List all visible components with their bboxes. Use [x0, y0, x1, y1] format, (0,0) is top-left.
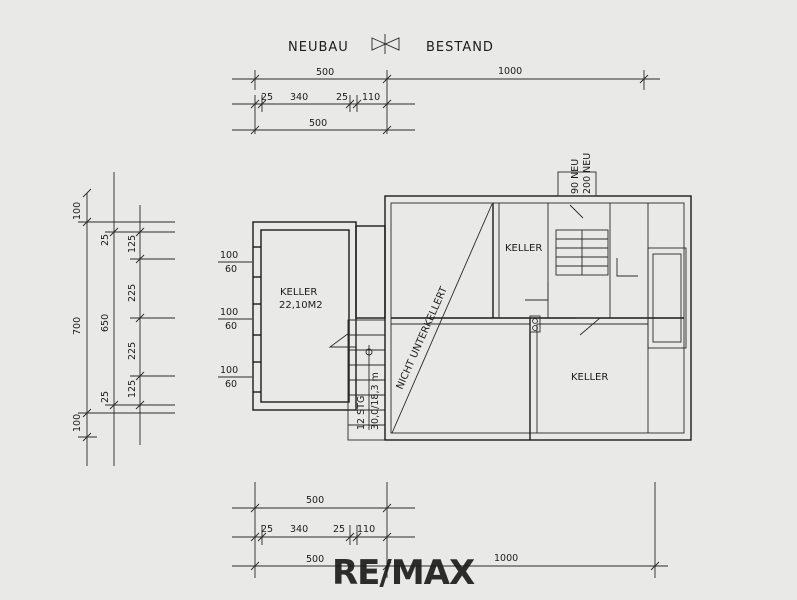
left-dim-225-a: 225	[127, 284, 138, 302]
bowtie-divider-icon	[371, 34, 400, 54]
keller-bottom-right-label: KELLER	[571, 372, 608, 383]
top-dim-25a: 25	[261, 92, 273, 103]
left-dim-25-bottom: 25	[100, 391, 111, 403]
stair-steps-label: 12 STG	[356, 396, 367, 430]
heading-neubau: NEUBAU	[288, 40, 349, 55]
existing-stair	[525, 204, 638, 336]
left-dim-125-bottom: 125	[127, 380, 138, 398]
nicht-unterkellert-label: NICHT UNTERKELLERT	[395, 284, 451, 391]
keller-new-label: KELLER	[280, 287, 317, 298]
new-cellar-walls	[252, 221, 386, 411]
bottom-dim-25b: 25	[333, 524, 345, 535]
top-dim-340: 340	[290, 92, 308, 103]
window-1-width: 100	[220, 250, 238, 261]
window-1-height: 60	[225, 264, 237, 275]
top-note-200-neu: 200 NEU	[582, 153, 593, 194]
stair-rise-label: 30,0/18,3 m	[370, 372, 381, 430]
bottom-dim-1000: 1000	[494, 553, 518, 564]
bottom-dim-25a: 25	[261, 524, 273, 535]
window-markers	[218, 261, 252, 378]
keller-new-area: 22,10M2	[279, 300, 323, 311]
bottom-dimension-chain	[232, 482, 668, 578]
bottom-dim-110: 110	[357, 524, 375, 535]
top-dim-25b: 25	[336, 92, 348, 103]
window-3-width: 100	[220, 365, 238, 376]
remax-watermark-logo: RE/MAX	[332, 553, 475, 593]
top-dim-110: 110	[362, 92, 380, 103]
window-3-height: 60	[225, 379, 237, 390]
left-dim-650: 650	[100, 314, 111, 332]
left-dim-700: 700	[72, 317, 83, 335]
bottom-dim-340: 340	[290, 524, 308, 535]
keller-top-left-label: KELLER	[505, 243, 542, 254]
left-dim-100-bottom: 100	[72, 414, 83, 432]
left-dim-125-top: 125	[127, 235, 138, 253]
left-dim-225-b: 225	[127, 342, 138, 360]
existing-building-walls	[384, 171, 692, 441]
left-dim-100-top: 100	[72, 202, 83, 220]
left-dimension-chains	[78, 172, 175, 466]
top-dim-500: 500	[316, 67, 334, 78]
bottom-dim-500: 500	[306, 554, 324, 565]
top-note-90-neu: 90 NEU	[570, 159, 581, 194]
window-2-height: 60	[225, 321, 237, 332]
top-dim-1000: 1000	[498, 66, 522, 77]
top-dimension-chain	[232, 70, 660, 135]
top-dim-500b: 500	[309, 118, 327, 129]
bottom-dim-500-top: 500	[306, 495, 324, 506]
window-2-width: 100	[220, 307, 238, 318]
left-dim-25-top: 25	[100, 234, 111, 246]
heading-bestand: BESTAND	[426, 40, 494, 55]
